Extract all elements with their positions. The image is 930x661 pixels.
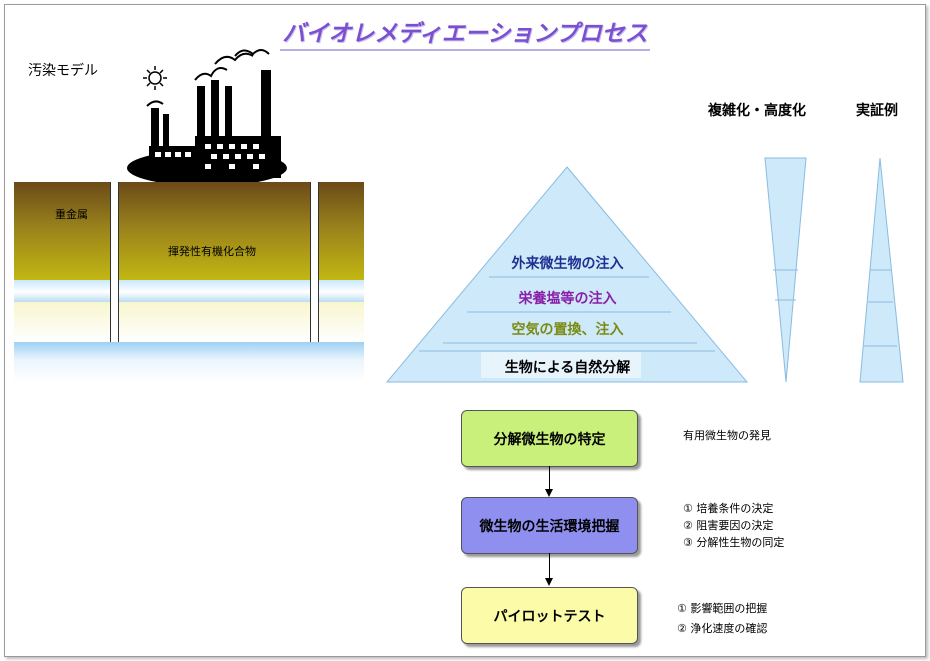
soil-layer-contaminated	[14, 182, 364, 280]
step1-note-1: 有用微生物の発見	[683, 429, 771, 442]
step2-note-2: ② 阻害要因の決定	[683, 519, 774, 532]
pyramid-level-2: 栄養塩等の注入	[518, 291, 617, 307]
well-left	[110, 182, 119, 342]
demonstration-triangle	[859, 157, 904, 383]
flow-arrow-2-line	[549, 553, 550, 579]
step2-note-3: ③ 分解性生物の同定	[683, 536, 785, 549]
step3-note-2: ② 浄化速度の確認	[677, 622, 768, 635]
heavy-metal-label: 重金属	[55, 208, 88, 221]
step2-note-1: ① 培養条件の決定	[683, 502, 774, 515]
pyramid-diagram	[385, 166, 749, 383]
flow-step-environment: 微生物の生活環境把握	[461, 497, 638, 554]
pyramid-level-1: 外来微生物の注入	[511, 256, 624, 272]
step1-notes: 有用微生物の発見	[683, 427, 771, 444]
well-right	[310, 182, 319, 342]
soil-layer-lower	[14, 302, 364, 342]
flow-step-identify: 分解微生物の特定	[461, 410, 638, 467]
flow-arrow-2-head	[545, 578, 553, 586]
pyramid-level-3: 空気の置換、注入	[511, 322, 624, 338]
diagram-title: バイオレメディエーションプロセス	[0, 14, 930, 51]
complexity-label: 複雑化・高度化	[708, 103, 806, 119]
demonstration-label: 実証例	[856, 103, 898, 119]
flow-arrow-1-head	[545, 489, 553, 497]
pyramid-level-4: 生物による自然分解	[504, 360, 631, 376]
flow-step-pilot: パイロットテスト	[461, 587, 638, 644]
factory-icon	[127, 49, 287, 185]
step3-notes: ① 影響範囲の把握 ② 浄化速度の確認	[677, 599, 767, 639]
pollution-model-label: 汚染モデル	[28, 63, 98, 79]
complexity-triangle	[764, 157, 807, 383]
voc-label: 揮発性有機化合物	[168, 245, 256, 258]
groundwater-band-lower	[14, 342, 364, 382]
step2-notes: ① 培養条件の決定 ② 阻害要因の決定 ③ 分解性生物の同定	[683, 500, 784, 551]
groundwater-band-upper	[14, 280, 364, 302]
step3-note-1: ① 影響範囲の把握	[677, 602, 768, 615]
flow-arrow-1-line	[549, 466, 550, 490]
